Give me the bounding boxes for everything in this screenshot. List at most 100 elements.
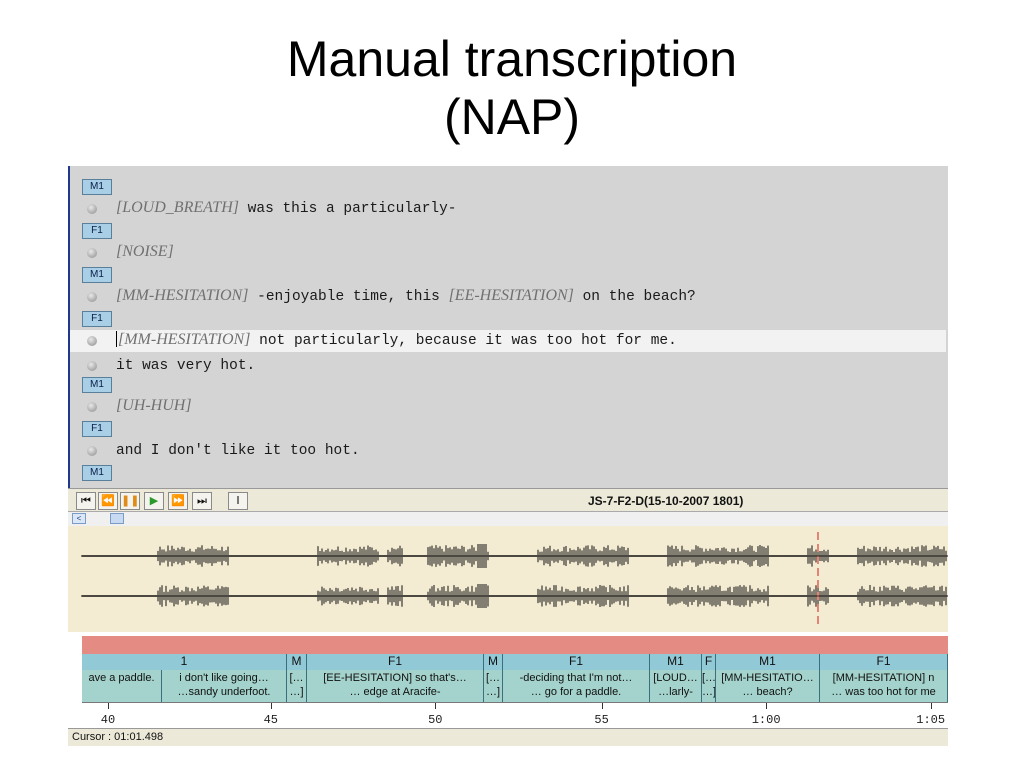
utterance-segment-line: -deciding that I'm not… bbox=[519, 672, 633, 684]
transcription-app: M1[LOUD_BREATH] was this a particularly-… bbox=[68, 166, 948, 748]
utterance-bullet-icon[interactable] bbox=[87, 336, 97, 346]
utterance-segment[interactable]: [MM-HESITATION] n … was too hot for me bbox=[820, 670, 948, 702]
utterance-line[interactable]: [NOISE] bbox=[70, 242, 946, 264]
transcript-words: not particularly, because it was too hot… bbox=[250, 333, 677, 349]
rewind-button[interactable]: ⏪ bbox=[98, 492, 118, 510]
timeline-scrollbar[interactable]: < bbox=[68, 512, 948, 526]
ruler-tick bbox=[766, 703, 768, 709]
fast-forward-button[interactable]: ⏩ bbox=[168, 492, 188, 510]
utterance-segment-line: i don't like going… bbox=[179, 672, 269, 684]
utterance-line[interactable]: [UH-HUH] bbox=[70, 396, 946, 418]
utterance-text[interactable]: [UH-HUH] bbox=[116, 397, 192, 415]
utterance-segment-line: … edge at Aracife- bbox=[349, 686, 441, 698]
utterance-segment[interactable]: ave a paddle. bbox=[82, 670, 162, 702]
go-start-button[interactable]: ⏮ bbox=[76, 492, 96, 510]
transcript-words: on the beach? bbox=[573, 289, 696, 305]
utterance-segment-line: [EE-HESITATION] so that's… bbox=[323, 672, 467, 684]
utterance-segment[interactable]: [……] bbox=[702, 670, 716, 702]
utterance-segment-line: … was too hot for me bbox=[831, 686, 936, 698]
transcript-words: and I don't like it too hot. bbox=[116, 443, 360, 459]
speaker-segment[interactable]: 1 bbox=[82, 654, 287, 670]
speaker-segment[interactable]: M1 bbox=[716, 654, 820, 670]
annotation-tag: [MM-HESITATION] bbox=[116, 287, 249, 304]
ruler-tick-label: 55 bbox=[594, 713, 609, 727]
utterance-segment[interactable]: [… …] bbox=[287, 670, 307, 702]
utterance-line[interactable]: [LOUD_BREATH] was this a particularly- bbox=[70, 198, 946, 220]
speaker-segment[interactable]: M bbox=[287, 654, 307, 670]
utterance-text[interactable]: [MM-HESITATION] not particularly, becaus… bbox=[116, 331, 677, 349]
ruler-tick-label: 1:05 bbox=[916, 713, 946, 727]
speaker-button[interactable]: M1 bbox=[82, 179, 112, 195]
slide-title-line1: Manual transcription bbox=[286, 31, 738, 87]
annotation-tag: [EE-HESITATION] bbox=[448, 287, 574, 304]
utterance-text[interactable]: [LOUD_BREATH] was this a particularly- bbox=[116, 199, 457, 217]
scroll-left-icon[interactable]: < bbox=[72, 513, 86, 524]
speaker-segment[interactable]: F bbox=[702, 654, 716, 670]
selection-tier-bar[interactable] bbox=[82, 636, 948, 654]
transcript-words: was this a particularly- bbox=[238, 201, 457, 217]
utterance-segment-line: … beach? bbox=[742, 686, 793, 698]
utterance-text[interactable]: and I don't like it too hot. bbox=[116, 441, 360, 459]
utterance-line[interactable]: and I don't like it too hot. bbox=[70, 440, 946, 462]
utterance-bullet-icon[interactable] bbox=[87, 402, 97, 412]
scroll-thumb[interactable] bbox=[110, 513, 124, 524]
go-end-button[interactable]: ⏭ bbox=[192, 492, 212, 510]
cursor-tool-button[interactable]: I bbox=[228, 492, 248, 510]
utterance-segment[interactable]: [MM-HESITATIO… … beach? bbox=[716, 670, 820, 702]
utterance-segment[interactable]: [EE-HESITATION] so that's… … edge at Arac… bbox=[307, 670, 484, 702]
utterance-segment-line: ave a paddle. bbox=[88, 672, 155, 684]
speaker-segment[interactable]: F1 bbox=[307, 654, 484, 670]
utterance-text[interactable]: it was very hot. bbox=[116, 356, 255, 374]
transcript-words: it was very hot. bbox=[116, 358, 256, 374]
utterance-segment[interactable]: [……] bbox=[484, 670, 503, 702]
speaker-button[interactable]: M1 bbox=[82, 267, 112, 283]
utterance-tier: ave a paddle. i don't like going……sandy u… bbox=[82, 670, 948, 702]
speaker-button[interactable]: F1 bbox=[82, 223, 112, 239]
utterance-segment-line: …] bbox=[289, 686, 304, 698]
ruler-tick bbox=[601, 703, 603, 709]
speaker-segment[interactable]: F1 bbox=[503, 654, 650, 670]
utterance-bullet-icon[interactable] bbox=[87, 248, 97, 258]
ruler-tick-label: 45 bbox=[263, 713, 278, 727]
utterance-segment-line: [… bbox=[485, 672, 501, 684]
utterance-segment-line: [… bbox=[289, 672, 304, 684]
annotation-tag: [UH-HUH] bbox=[116, 397, 192, 414]
annotation-tag: [LOUD_BREATH] bbox=[116, 199, 239, 216]
playback-toolbar: JS-7-F2-D(15-10-2007 1801) ⏮⏪❚❚▶⏩⏭I bbox=[68, 488, 948, 512]
utterance-text[interactable]: [NOISE] bbox=[116, 243, 174, 261]
transcript-words: -enjoyable time, this bbox=[248, 289, 449, 305]
speaker-segment[interactable]: M1 bbox=[650, 654, 702, 670]
ruler-tick-label: 40 bbox=[100, 713, 116, 727]
clipped-previous-line bbox=[80, 166, 940, 172]
utterance-segment-line: …larly- bbox=[658, 686, 693, 698]
utterance-segment[interactable]: -deciding that I'm not… … go for a paddle… bbox=[503, 670, 650, 702]
utterance-line[interactable]: [MM-HESITATION] not particularly, becaus… bbox=[70, 330, 946, 352]
utterance-segment-line: [LOUD… bbox=[653, 672, 698, 684]
speaker-button[interactable]: M1 bbox=[82, 377, 112, 393]
utterance-text[interactable]: [MM-HESITATION] -enjoyable time, this [E… bbox=[116, 287, 696, 305]
utterance-segment-line: [… bbox=[702, 672, 716, 684]
utterance-segment[interactable]: [LOUD… …larly- bbox=[650, 670, 702, 702]
utterance-bullet-icon[interactable] bbox=[87, 292, 97, 302]
utterance-segment[interactable]: i don't like going……sandy underfoot. bbox=[162, 670, 287, 702]
speaker-segment[interactable]: F1 bbox=[820, 654, 948, 670]
speaker-button[interactable]: F1 bbox=[82, 421, 112, 437]
utterance-line[interactable]: [MM-HESITATION] -enjoyable time, this [E… bbox=[70, 286, 946, 308]
speaker-button[interactable]: M1 bbox=[82, 465, 112, 481]
utterance-segment-line: … go for a paddle. bbox=[530, 686, 622, 698]
speaker-button[interactable]: F1 bbox=[82, 311, 112, 327]
waveform-view[interactable] bbox=[68, 526, 948, 632]
utterance-segment-line: [MM-HESITATION] n bbox=[832, 672, 935, 684]
speaker-segment[interactable]: M bbox=[484, 654, 503, 670]
pause-button[interactable]: ❚❚ bbox=[120, 492, 140, 510]
utterance-bullet-icon[interactable] bbox=[87, 446, 97, 456]
text-caret bbox=[116, 331, 117, 347]
ruler-tick-label: 50 bbox=[428, 713, 443, 727]
utterance-line[interactable]: it was very hot. bbox=[70, 355, 946, 377]
transcript-panel[interactable]: M1[LOUD_BREATH] was this a particularly-… bbox=[68, 166, 948, 488]
play-button[interactable]: ▶ bbox=[144, 492, 164, 510]
utterance-bullet-icon[interactable] bbox=[87, 361, 97, 371]
utterance-segment-line: [MM-HESITATIO… bbox=[721, 672, 814, 684]
utterance-bullet-icon[interactable] bbox=[87, 204, 97, 214]
